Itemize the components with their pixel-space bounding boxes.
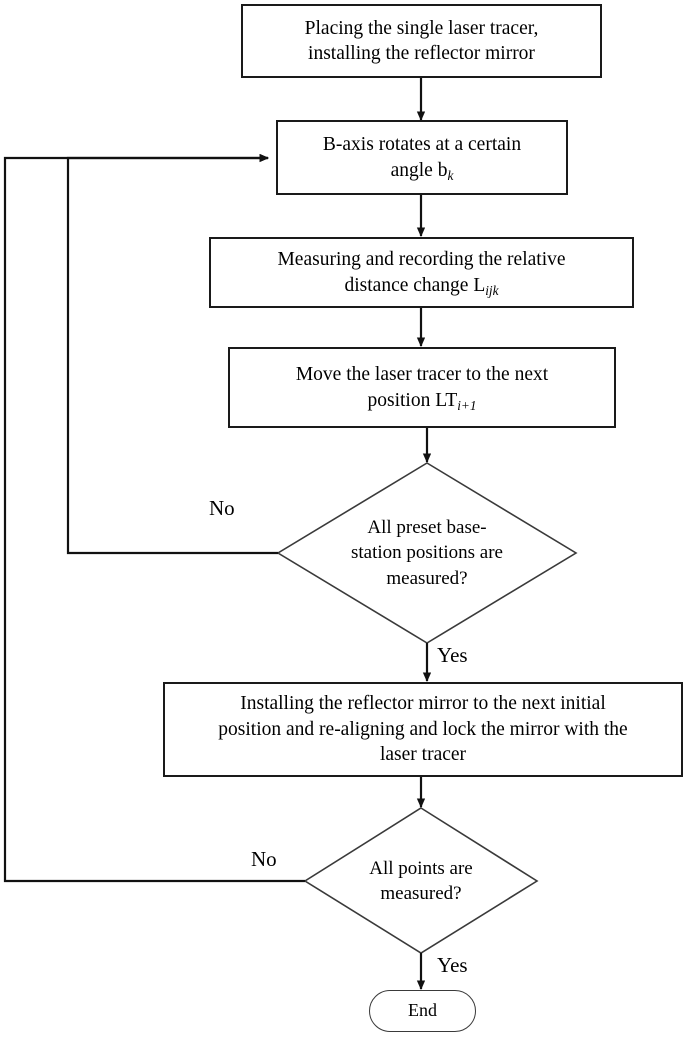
edge-label-d1-yes: Yes [437, 643, 468, 667]
terminator-end[interactable]: End [369, 990, 476, 1032]
process-n3-subscript: ijk [485, 282, 499, 298]
decision-d1-line2: station positions are [351, 542, 503, 564]
process-installing-reflector-mirror[interactable]: Installing the reflector mirror to the n… [163, 682, 683, 777]
process-n5-line2: position and re-aligning and lock the mi… [218, 718, 628, 740]
edge-label-d2-yes: Yes [437, 953, 468, 977]
process-placing-laser-tracer[interactable]: Placing the single laser tracer, install… [241, 4, 602, 78]
process-n2-line2: angle b [390, 159, 448, 181]
process-b-axis-rotates[interactable]: B-axis rotates at a certain angle bk [276, 120, 568, 195]
edge-label-d2-no: No [251, 847, 277, 871]
process-n4-line1: Move the laser tracer to the next [295, 364, 549, 386]
process-n4-subscript: i+1 [457, 397, 477, 413]
process-n4-line2: position LT [367, 389, 458, 411]
decision-shape-all-points [303, 807, 539, 954]
process-n1-line1: Placing the single laser tracer, [304, 17, 539, 39]
decision-shape-preset-positions [276, 462, 578, 644]
process-n1-line2: installing the reflector mirror [308, 43, 535, 64]
process-move-laser-tracer[interactable]: Move the laser tracer to the next positi… [228, 347, 616, 428]
process-n2-line1: B-axis rotates at a certain [322, 134, 522, 156]
decision-d1-line3: measured? [386, 567, 468, 589]
process-n2-subscript: k [447, 167, 454, 183]
process-n3-line1: Measuring and recording the relative [277, 249, 566, 271]
process-n3-line2: distance change L [344, 274, 486, 296]
decision-d2-line2: measured? [380, 883, 462, 904]
process-measuring-recording[interactable]: Measuring and recording the relative dis… [209, 237, 634, 308]
decision-d2-line1: All points are [369, 857, 473, 879]
decision-d1-line1: All preset base- [367, 516, 487, 538]
edge-label-d1-no: No [209, 496, 235, 520]
process-n5-line3: laser tracer [379, 744, 467, 766]
decision-label-preset-positions[interactable]: All preset base- station positions are m… [311, 487, 543, 619]
decision-label-all-points[interactable]: All points are measured? [330, 838, 512, 924]
process-n5-line1: Installing the reflector mirror to the n… [240, 693, 606, 715]
terminator-end-label: End [408, 1000, 437, 1021]
